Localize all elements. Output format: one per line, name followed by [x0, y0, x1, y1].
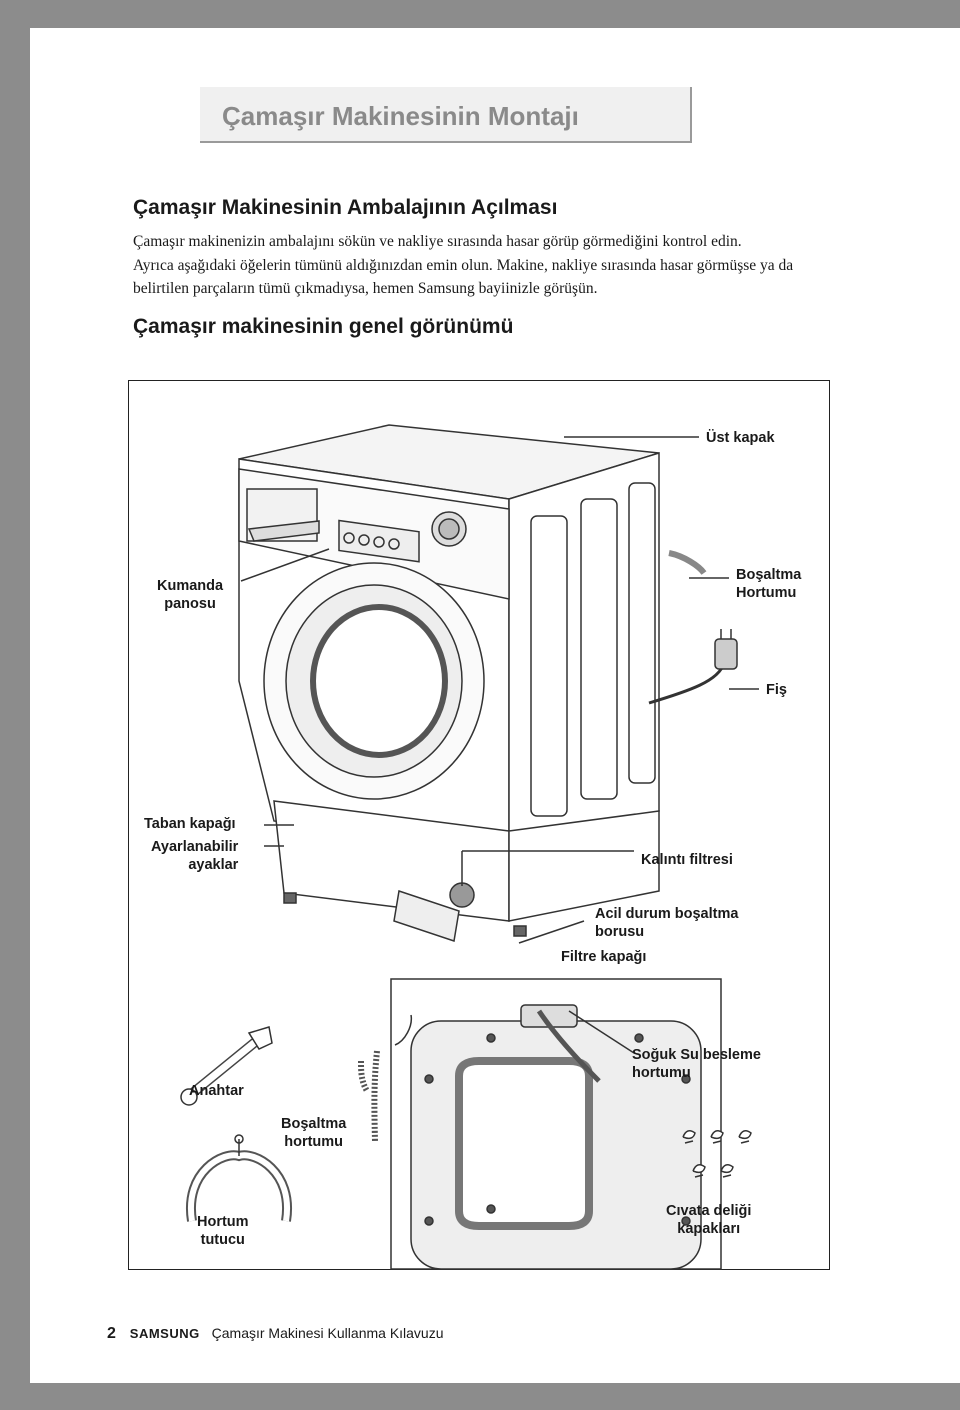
- label-hose-guide: Hortum tutucu: [197, 1214, 249, 1248]
- label-spanner: Anahtar: [189, 1083, 244, 1099]
- figure-heading: Çamaşır makinesinin genel görünümü: [133, 315, 514, 338]
- label-top-cover: Üst kapak: [706, 430, 775, 446]
- label-plug: Fiş: [766, 682, 787, 698]
- manual-title: Çamaşır Makinesi Kullanma Kılavuzu: [211, 1325, 444, 1341]
- label-drain-hose-accessory: Boşaltma hortumu: [281, 1116, 347, 1150]
- page-number: 2: [107, 1325, 116, 1342]
- page-frame-top: [0, 0, 960, 28]
- figure-box: Üst kapak Kumanda panosu Boşaltma Hortum…: [128, 380, 830, 1270]
- label-debris-filter: Kalıntı filtresi: [641, 852, 733, 868]
- washing-machine-icon: [238, 424, 738, 942]
- page-footer: 2 SAMSUNG Çamaşır Makinesi Kullanma Kıla…: [107, 1325, 444, 1343]
- hose-guide-icon: [185, 1134, 293, 1222]
- label-control-panel: Kumanda panosu: [157, 578, 224, 612]
- intro-paragraph: Ayrıca aşağıdaki öğelerin tümünü aldığın…: [133, 256, 794, 298]
- label-bolt-caps: Cıvata deliği kapakları: [666, 1203, 752, 1237]
- page-title: Çamaşır Makinesinin Montajı: [222, 101, 579, 131]
- machine-back-view-icon: [358, 978, 722, 1270]
- label-cold-water-hose: Soğuk Su besleme hortumu: [632, 1047, 761, 1081]
- label-adjustable-feet: Ayarlanabilir ayaklar: [151, 839, 239, 873]
- label-drain-hose: Boşaltma Hortumu: [736, 567, 802, 601]
- section-heading: Çamaşır Makinesinin Ambalajının Açılması: [133, 196, 558, 219]
- washing-machine-illustration: [180, 424, 759, 1270]
- brand-logo: SAMSUNG: [129, 1326, 200, 1341]
- page-title-box: Çamaşır Makinesinin Montajı: [200, 87, 692, 143]
- intro-text: Çamaşır makinenizin ambalajını sökün ve …: [133, 230, 833, 301]
- spanner-icon: [180, 1026, 273, 1106]
- intro-paragraph: Çamaşır makinenizin ambalajını sökün ve …: [133, 233, 742, 250]
- page-frame-left: [0, 0, 30, 1410]
- label-filter-cover: Filtre kapağı: [561, 949, 647, 965]
- label-emergency-drain-tube: Acil durum boşaltma borusu: [595, 906, 739, 940]
- bolt-cap-icon: [682, 1130, 752, 1178]
- label-base-cover: Taban kapağı: [144, 816, 236, 832]
- page-frame-bottom: [0, 1383, 960, 1410]
- plug-icon: [714, 629, 738, 670]
